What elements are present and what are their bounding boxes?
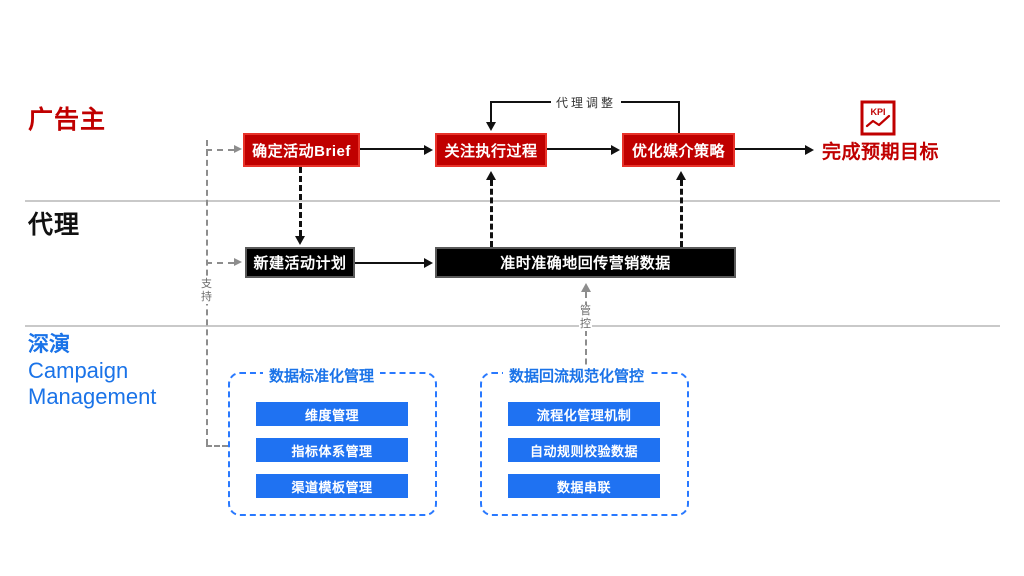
step-box-execution[interactable]: 关注执行过程 — [435, 133, 547, 167]
kpi-icon: KPI — [860, 100, 896, 136]
edge-label-agency-adjust: 代理调整 — [551, 94, 622, 111]
group-standardization-item-2-label: 渠道模板管理 — [291, 479, 373, 495]
feedback-loop-arrow-head — [486, 122, 496, 131]
arrow-newplan-to-returndata-head — [424, 258, 433, 268]
control-connector-arrow — [581, 283, 591, 292]
edge-label-support-text: 支持 — [201, 278, 212, 303]
step-box-optimize[interactable]: 优化媒介策略 — [622, 133, 735, 167]
group-standardization-item-2[interactable]: 渠道模板管理 — [256, 474, 408, 498]
lane-title-platform-cn: 深演 — [28, 333, 70, 356]
arrow-execution-to-optimize-head — [611, 145, 620, 155]
group-standardization-title: 数据标准化管理 — [263, 365, 381, 386]
lane-title-agency: 代理 — [28, 211, 81, 239]
connector-returndata-to-optimize-arrow — [676, 171, 686, 180]
edge-label-control: 管控 — [579, 305, 592, 331]
support-branch-to-newplan-arrow — [234, 258, 242, 266]
group-standardization-item-0[interactable]: 维度管理 — [256, 402, 408, 426]
svg-text:KPI: KPI — [870, 107, 885, 117]
connector-brief-to-newplan — [299, 167, 302, 236]
arrow-optimize-to-goal-head — [805, 145, 814, 155]
arrow-brief-to-execution-line — [360, 148, 424, 150]
step-box-optimize-label: 优化媒介策略 — [631, 142, 725, 160]
divider-agency-platform — [25, 325, 1000, 327]
lane-title-platform: 深演 Campaign Management — [28, 332, 156, 410]
step-box-new-plan-label: 新建活动计划 — [253, 255, 347, 272]
support-branch-to-brief — [206, 149, 234, 151]
edge-label-control-text: 管控 — [580, 305, 591, 330]
control-connector-line — [585, 292, 587, 374]
connector-brief-to-newplan-arrow — [295, 236, 305, 245]
feedback-loop-left-dropper — [490, 101, 492, 123]
step-box-brief[interactable]: 确定活动Brief — [243, 133, 360, 167]
group-backflow-title: 数据回流规范化管控 — [503, 365, 651, 386]
lane-title-platform-en-line1: Campaign — [28, 358, 129, 383]
connector-returndata-to-optimize — [680, 180, 683, 247]
feedback-loop-right-riser — [678, 101, 680, 133]
group-backflow-item-2-label: 数据串联 — [556, 479, 611, 495]
step-box-execution-label: 关注执行过程 — [444, 142, 538, 160]
lane-title-platform-en-line2: Management — [28, 384, 157, 409]
group-backflow-item-2[interactable]: 数据串联 — [508, 474, 660, 498]
arrow-optimize-to-goal-line — [735, 148, 805, 150]
support-branch-to-newplan — [206, 262, 234, 264]
group-backflow-item-0-label: 流程化管理机制 — [536, 407, 632, 423]
step-box-return-data-label: 准时准确地回传营销数据 — [500, 255, 671, 272]
lane-title-advertiser: 广告主 — [28, 106, 107, 134]
edge-label-support: 支持 — [200, 278, 213, 304]
group-standardization-item-1[interactable]: 指标体系管理 — [256, 438, 408, 462]
group-standardization-item-1-label: 指标体系管理 — [291, 443, 373, 459]
arrow-brief-to-execution-head — [424, 145, 433, 155]
support-branch-to-brief-arrow — [234, 145, 242, 153]
step-box-return-data[interactable]: 准时准确地回传营销数据 — [435, 247, 736, 278]
step-box-brief-label: 确定活动Brief — [252, 142, 351, 160]
arrow-newplan-to-returndata-line — [355, 262, 424, 264]
arrow-execution-to-optimize-line — [547, 148, 611, 150]
connector-returndata-to-execution-arrow — [486, 171, 496, 180]
goal-label: 完成预期目标 — [822, 142, 940, 163]
connector-returndata-to-execution — [490, 180, 493, 247]
group-backflow-item-0[interactable]: 流程化管理机制 — [508, 402, 660, 426]
support-branch-to-group — [206, 445, 228, 447]
group-backflow-item-1[interactable]: 自动规则校验数据 — [508, 438, 660, 462]
group-standardization-item-0-label: 维度管理 — [304, 407, 359, 423]
divider-advertiser-agency — [25, 200, 1000, 202]
step-box-new-plan[interactable]: 新建活动计划 — [245, 247, 355, 278]
group-backflow-item-1-label: 自动规则校验数据 — [529, 443, 638, 459]
